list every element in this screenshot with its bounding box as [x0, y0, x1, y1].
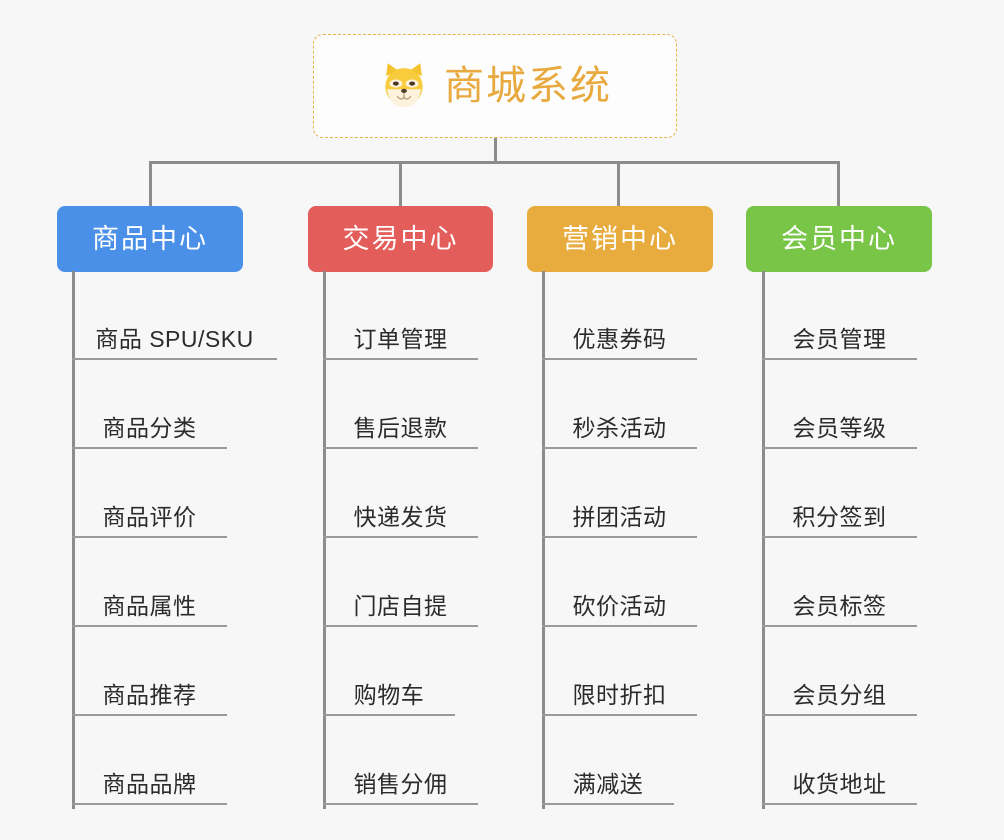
leaf-label: 商品评价	[102, 503, 197, 530]
connector-root-stem	[494, 138, 497, 164]
leaf-item[interactable]: 会员标签	[762, 538, 917, 627]
leaf-item[interactable]: 商品属性	[72, 538, 227, 627]
category-header-trade[interactable]: 交易中心	[308, 206, 493, 272]
leaf-item[interactable]: 商品评价	[72, 449, 227, 538]
leaf-item[interactable]: 商品推荐	[72, 627, 227, 716]
leaf-item[interactable]: 优惠券码	[542, 271, 697, 360]
leaf-label: 商品 SPU/SKU	[95, 325, 254, 352]
leaf-item[interactable]: 会员管理	[762, 271, 917, 360]
leaf-item[interactable]: 积分签到	[762, 449, 917, 538]
leaf-label: 秒杀活动	[572, 414, 667, 441]
leaf-item[interactable]: 会员分组	[762, 627, 917, 716]
leaf-label: 售后退款	[353, 414, 448, 441]
leaf-label: 积分签到	[792, 503, 887, 530]
leaf-item[interactable]: 购物车	[323, 627, 455, 716]
leaf-item[interactable]: 秒杀活动	[542, 360, 697, 449]
leaf-item[interactable]: 限时折扣	[542, 627, 697, 716]
leaf-item[interactable]: 门店自提	[323, 538, 478, 627]
connector-drop-4	[837, 161, 840, 207]
leaf-item[interactable]: 砍价活动	[542, 538, 697, 627]
leaf-item[interactable]: 拼团活动	[542, 449, 697, 538]
category-label: 商品中心	[92, 223, 208, 254]
leaf-label: 门店自提	[353, 592, 448, 619]
leaf-item[interactable]: 快递发货	[323, 449, 478, 538]
root-node[interactable]: 商城系统	[313, 34, 677, 138]
leaf-label: 拼团活动	[572, 503, 667, 530]
leaf-label: 商品分类	[102, 414, 197, 441]
root-title: 商城系统	[444, 64, 612, 108]
leaf-item[interactable]: 满减送	[542, 716, 674, 805]
leaf-label: 砍价活动	[572, 592, 667, 619]
connector-drop-3	[617, 161, 620, 207]
leaf-item[interactable]: 售后退款	[323, 360, 478, 449]
leaf-label: 商品推荐	[102, 681, 197, 708]
leaf-label: 购物车	[353, 681, 425, 708]
category-label: 交易中心	[342, 223, 459, 254]
leaf-item[interactable]: 订单管理	[323, 271, 478, 360]
leaf-label: 满减送	[572, 770, 644, 797]
category-header-marketing[interactable]: 营销中心	[527, 206, 713, 272]
leaf-label: 销售分佣	[353, 770, 448, 797]
leaf-label: 订单管理	[353, 325, 448, 352]
leaf-label: 会员管理	[792, 325, 887, 352]
category-label: 营销中心	[562, 223, 678, 254]
leaf-item[interactable]: 商品品牌	[72, 716, 227, 805]
leaf-label: 限时折扣	[572, 681, 667, 708]
connector-drop-1	[149, 161, 152, 207]
leaf-label: 商品品牌	[102, 770, 197, 797]
leaf-item[interactable]: 商品分类	[72, 360, 227, 449]
category-header-product[interactable]: 商品中心	[57, 206, 243, 272]
branch-spine	[72, 271, 75, 809]
leaf-label: 会员分组	[792, 681, 887, 708]
leaf-item[interactable]: 商品 SPU/SKU	[72, 271, 277, 360]
leaf-label: 快递发货	[353, 503, 448, 530]
connector-bus	[150, 161, 840, 164]
leaf-label: 优惠券码	[572, 325, 667, 352]
leaf-item[interactable]: 销售分佣	[323, 716, 478, 805]
leaf-label: 会员标签	[792, 592, 887, 619]
branch-spine	[323, 271, 326, 809]
leaf-label: 会员等级	[792, 414, 887, 441]
branch-spine	[762, 271, 765, 809]
shiba-dog-face-icon	[385, 63, 423, 108]
leaf-label: 收货地址	[792, 770, 887, 797]
connector-drop-2	[399, 161, 402, 207]
branch-spine	[542, 271, 545, 809]
leaf-item[interactable]: 收货地址	[762, 716, 917, 805]
leaf-item[interactable]: 会员等级	[762, 360, 917, 449]
category-label: 会员中心	[781, 223, 897, 254]
category-header-member[interactable]: 会员中心	[746, 206, 932, 272]
leaf-label: 商品属性	[102, 592, 197, 619]
